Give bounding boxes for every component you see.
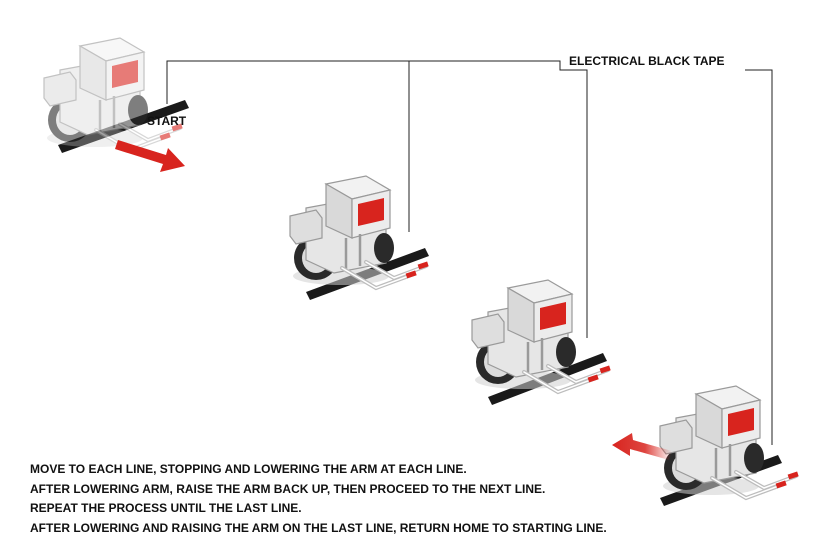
robot-line-2 xyxy=(470,278,613,394)
return-home-arrow xyxy=(612,433,672,460)
instruction-line-4: AFTER LOWERING AND RAISING THE ARM ON TH… xyxy=(30,520,607,535)
robot-line-1 xyxy=(288,174,431,290)
robot-line-3 xyxy=(658,384,801,500)
instruction-line-3: REPEAT THE PROCESS UNTIL THE LAST LINE. xyxy=(30,501,302,515)
instructions-list: MOVE TO EACH LINE, STOPPING AND LOWERING… xyxy=(30,460,607,538)
tape-label: ELECTRICAL BLACK TAPE xyxy=(569,54,725,68)
start-label: START xyxy=(147,114,187,128)
instruction-line-2: AFTER LOWERING ARM, RAISE THE ARM BACK U… xyxy=(30,481,546,496)
instruction-line-1: MOVE TO EACH LINE, STOPPING AND LOWERING… xyxy=(30,462,467,476)
start-direction-arrow xyxy=(115,140,185,172)
tape-callout-lines xyxy=(166,60,773,445)
robot-start xyxy=(42,36,185,152)
